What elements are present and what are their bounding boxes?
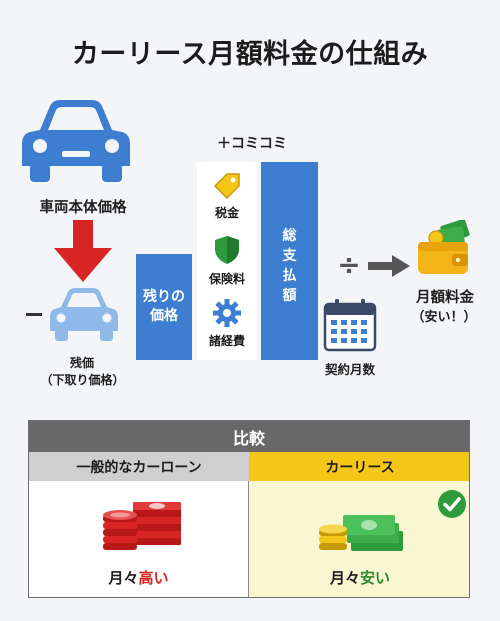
residual-bar-line1: 残りの: [143, 289, 185, 305]
extras-box: 税金 保険料 諸経費: [197, 162, 257, 360]
extras-header: ＋コミコミ: [217, 136, 287, 152]
comparison-header: 比較: [29, 421, 469, 452]
money-small-icon: [319, 515, 403, 551]
down-arrow-icon: [54, 220, 112, 282]
residual-bar: 残りの 価格: [136, 254, 192, 360]
car-price-label: 車両本体価格: [39, 200, 127, 216]
monthly-fee-label: 月額料金: [416, 290, 474, 306]
comparison-table: 比較 一般的なカーローン カーリース: [28, 420, 470, 598]
divide-symbol: ÷: [337, 248, 361, 281]
minus-sign: [26, 313, 42, 316]
extras-item-misc: 諸経費: [208, 334, 245, 348]
car-loan-result-highlight: 高い: [138, 569, 169, 587]
checkmark-icon: [438, 490, 466, 518]
extras-item-insurance: 保険料: [208, 272, 245, 286]
car-lease-header: カーリース: [249, 452, 469, 481]
car-loan-header: 一般的なカーローン: [29, 452, 249, 481]
right-arrow-icon: [368, 255, 410, 277]
calendar-icon: [323, 299, 377, 352]
shield-icon: [215, 236, 239, 264]
car-loan-result: 月々高い: [29, 567, 248, 588]
total-char: 支: [282, 248, 297, 264]
car-lease-result-prefix: 月々: [329, 569, 360, 587]
small-car-icon: [50, 288, 118, 341]
car-loan-column: 月々高い: [29, 481, 249, 597]
car-lease-result: 月々安い: [249, 567, 469, 588]
extras-item-tax: 税金: [214, 206, 239, 220]
residual-sublabel: （下取り価格）: [40, 373, 125, 387]
car-loan-result-prefix: 月々: [108, 569, 139, 587]
car-lease-result-highlight: 安い: [360, 569, 391, 587]
car-lease-column: 月々安い: [249, 481, 469, 597]
gear-icon: [213, 299, 241, 327]
total-char: 払: [282, 268, 297, 284]
contract-months-label: 契約月数: [324, 362, 375, 377]
total-char: 額: [282, 288, 297, 304]
wallet-icon: [418, 220, 470, 274]
residual-bar-line2: 価格: [150, 308, 178, 324]
car-icon: [22, 100, 130, 182]
tag-icon: [213, 173, 240, 200]
monthly-fee-note: （安い！）: [411, 310, 477, 325]
money-stack-icon: [103, 502, 181, 550]
total-payment-bar: 総 支 払 額: [261, 162, 318, 360]
total-char: 総: [282, 228, 297, 244]
residual-label: 残価: [69, 356, 94, 370]
page-title: カーリース月額料金の仕組み: [71, 39, 429, 70]
